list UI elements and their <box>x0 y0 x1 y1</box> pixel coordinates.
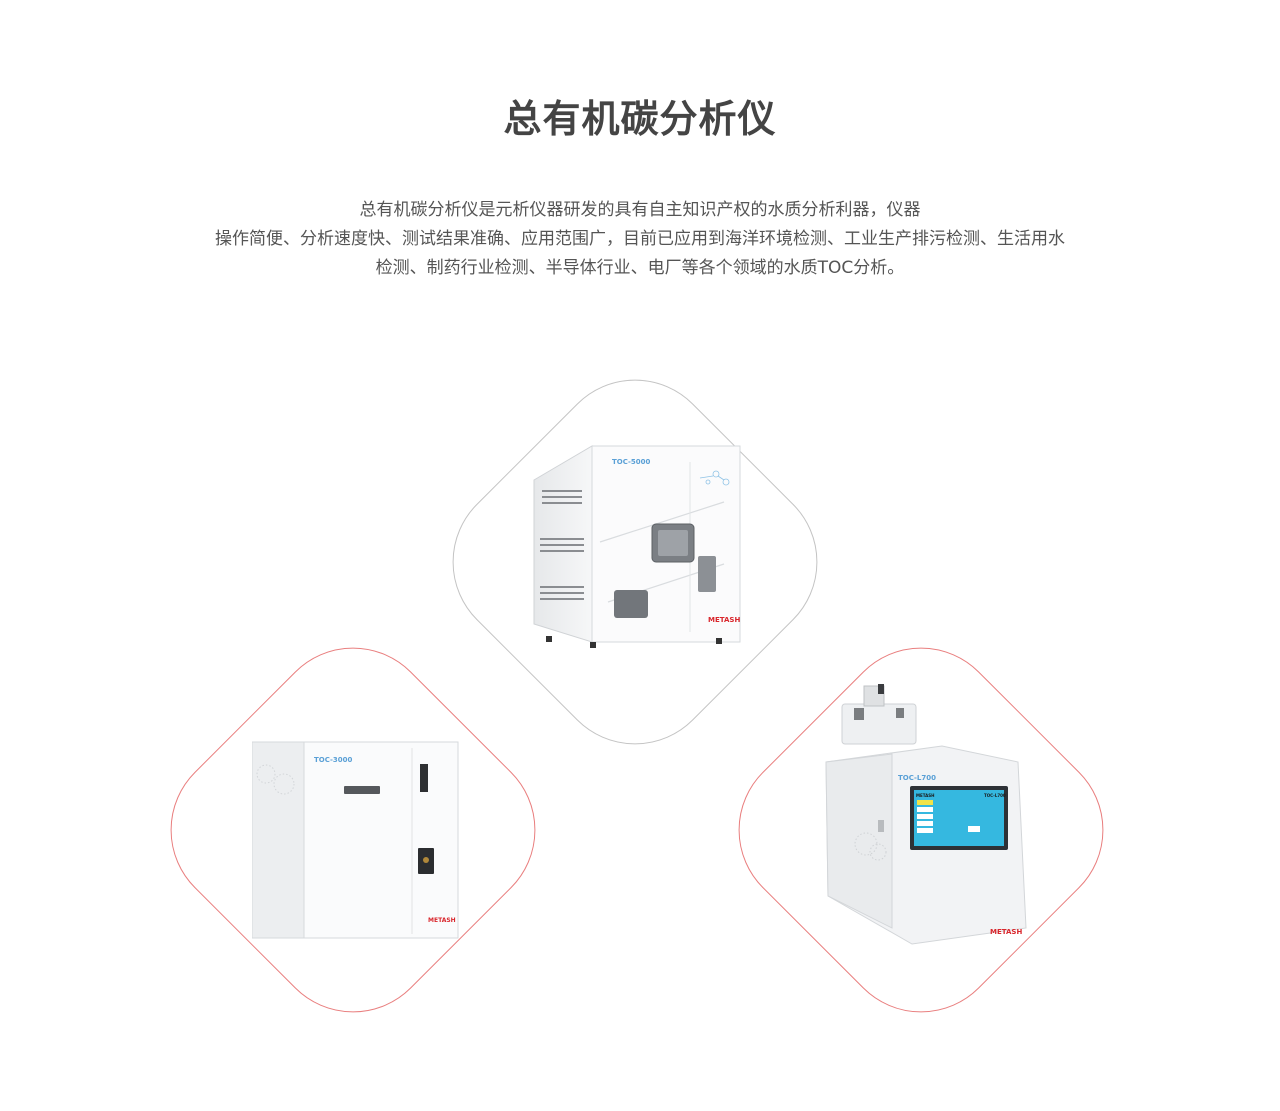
product-toc-3000[interactable]: TOC-3000 METASH <box>252 738 462 942</box>
page-title: 总有机碳分析仪 <box>503 97 777 141</box>
product-toc-l700[interactable]: TOC-L700 METASH TOC-L700 METASH <box>822 684 1030 948</box>
description-line-1: 总有机碳分析仪是元析仪器研发的具有自主知识产权的水质分析利器，仪器 <box>359 200 921 220</box>
screen-header-right: TOC-L700 <box>984 793 1006 798</box>
description-line-3: 检测、制药行业检测、半导体行业、电厂等各个领域的水质TOC分析。 <box>375 258 905 278</box>
toc-5000-model-label: TOC-5000 <box>612 458 651 466</box>
toc-5000-instrument-image: TOC-5000 METASH <box>533 445 741 648</box>
toc-l700-model-label: TOC-L700 <box>898 774 936 782</box>
toc-3000-brand-label: METASH <box>428 917 456 924</box>
toc-5000-brand-label: METASH <box>708 616 740 624</box>
screen-header-left: METASH <box>916 793 934 798</box>
product-toc-5000[interactable]: TOC-5000 METASH <box>528 442 744 654</box>
toc-3000-instrument-image: TOC-3000 METASH <box>252 741 459 939</box>
page-description: 总有机碳分析仪是元析仪器研发的具有自主知识产权的水质分析利器，仪器 操作简便、分… <box>130 196 1150 283</box>
toc-l700-brand-label: METASH <box>990 928 1022 936</box>
description-line-2: 操作简便、分析速度快、测试结果准确、应用范围广，目前已应用到海洋环境检测、工业生… <box>215 229 1065 249</box>
toc-3000-model-label: TOC-3000 <box>314 756 353 764</box>
toc-l700-instrument-image: TOC-L700 METASH TOC-L700 METASH <box>825 684 1027 945</box>
